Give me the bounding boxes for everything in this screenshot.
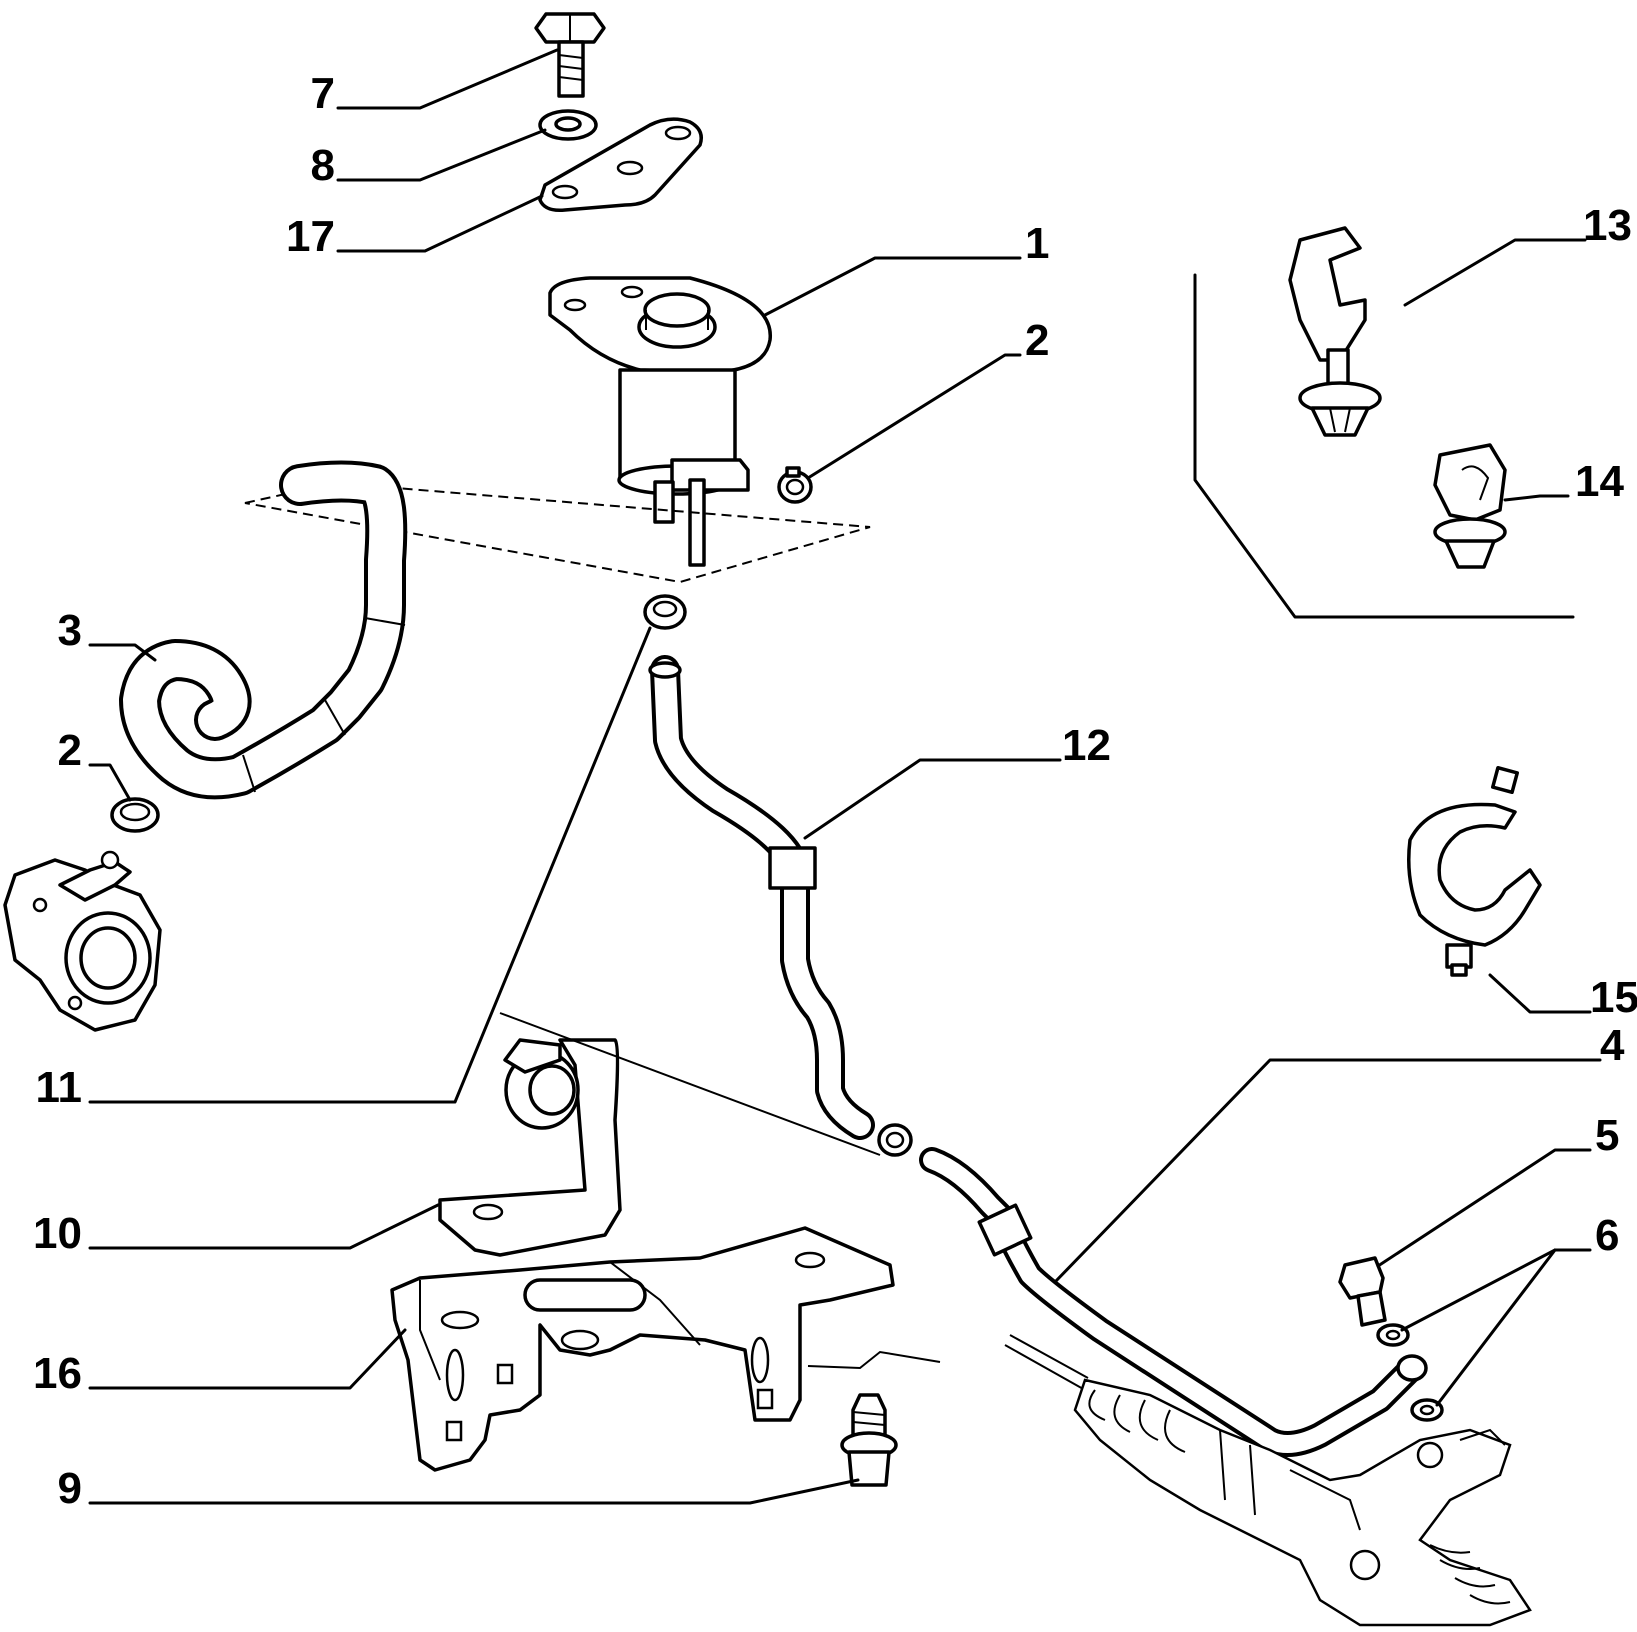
leader-1	[763, 256, 1022, 317]
stud-indicator-line	[807, 1350, 941, 1370]
hose-clamp-middle	[877, 1123, 913, 1157]
callout-7: 7	[311, 69, 335, 118]
leader-13	[1403, 238, 1587, 307]
leader-12	[803, 758, 1062, 840]
leader-4	[1053, 1058, 1602, 1284]
leader-2a	[806, 353, 1022, 480]
callout-12: 12	[1062, 721, 1111, 770]
part-3-hose	[119, 460, 408, 800]
part-5-bolt	[1338, 1256, 1387, 1327]
callout-3: 3	[58, 606, 82, 655]
callout-2b: 2	[58, 726, 82, 775]
callout-11: 11	[35, 1063, 82, 1112]
leader-8	[336, 128, 547, 182]
callout-2a: 2	[1025, 316, 1049, 365]
part-12-hose	[648, 655, 875, 1140]
callout-15: 15	[1590, 973, 1637, 1022]
part-11-clamp	[643, 594, 687, 630]
steering-rack	[1004, 1334, 1532, 1627]
part-10-bracket	[438, 1038, 622, 1257]
leader-9	[88, 1478, 860, 1505]
leader-15	[1488, 973, 1592, 1014]
part-1-reservoir	[548, 276, 772, 567]
group-bracket-13-14	[1193, 273, 1575, 619]
leader-17	[336, 194, 544, 253]
leader-16	[88, 1328, 407, 1390]
part-17-plate	[538, 117, 703, 213]
callout-4: 4	[1600, 1021, 1625, 1070]
part-13-clip	[1288, 226, 1382, 437]
mount-plane-dashed	[244, 481, 871, 584]
leader-14	[1503, 494, 1570, 502]
part-15-clamp	[1407, 766, 1542, 977]
leader-11	[88, 626, 652, 1104]
throttle-body	[3, 850, 162, 1032]
part-9-stud	[840, 1393, 898, 1487]
callout-16: 16	[33, 1349, 82, 1398]
part-7-bolt	[534, 12, 606, 98]
callout-14: 14	[1575, 457, 1624, 506]
leader-6a	[1400, 1248, 1592, 1332]
leader-5	[1376, 1148, 1592, 1268]
leader-2b	[88, 763, 132, 802]
callout-5: 5	[1595, 1111, 1619, 1160]
callout-labels: 7 8 17 1 2 13 14 3 2 12 15 11 4 5 6 10 1…	[33, 69, 1637, 1513]
callout-13: 13	[1583, 201, 1632, 250]
mount-plane-line	[499, 1012, 881, 1156]
callout-9: 9	[58, 1464, 82, 1513]
callout-17: 17	[286, 212, 335, 261]
callout-8: 8	[311, 141, 335, 190]
part-8-washer	[538, 109, 598, 141]
part-2-clamp-lower	[110, 797, 160, 833]
callout-10: 10	[33, 1209, 82, 1258]
callout-1: 1	[1025, 219, 1049, 268]
callout-6: 6	[1595, 1211, 1619, 1260]
part-2-clamp-upper	[777, 466, 813, 504]
leader-6b	[1435, 1248, 1557, 1407]
part-4-pipe	[919, 1147, 1428, 1457]
part-16-bracket	[390, 1226, 895, 1472]
leader-10	[88, 1203, 440, 1250]
leader-7	[336, 48, 559, 110]
leader-lines	[88, 48, 1602, 1505]
part-14-clip	[1433, 443, 1507, 569]
leader-3	[88, 643, 157, 662]
part-6-washer-b	[1410, 1398, 1444, 1422]
